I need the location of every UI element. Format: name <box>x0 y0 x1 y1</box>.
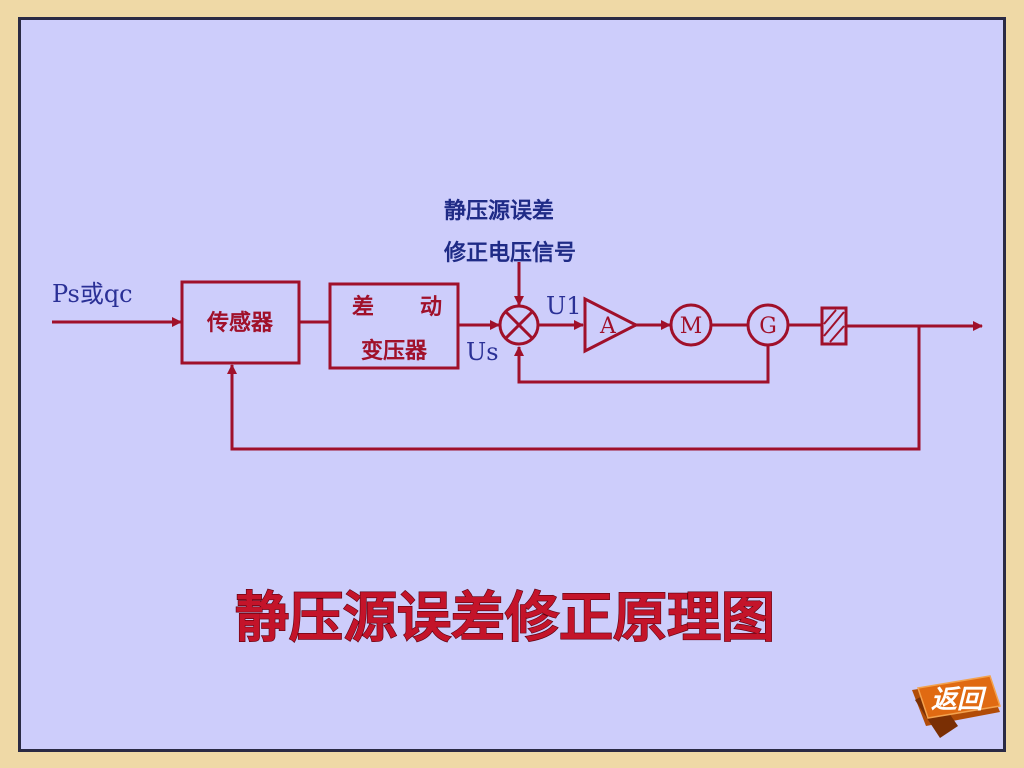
sensor-label: 传感器 <box>206 310 274 336</box>
motor-label: M <box>680 314 703 339</box>
u1-label: U1 <box>546 292 582 320</box>
correction-label-line1: 静压源误差 <box>444 198 554 224</box>
back-button-label: 返回 <box>931 685 987 715</box>
back-button-face <box>917 675 1001 719</box>
summing-junction-cross-b <box>504 310 534 340</box>
transformer-label-2: 变压器 <box>361 338 428 364</box>
input-label: Ps或qc <box>52 280 133 308</box>
transformer-label-1a: 差 <box>352 294 374 320</box>
amplifier-triangle <box>583 296 640 354</box>
generator-label: G <box>759 314 777 339</box>
back-button[interactable]: 返回 <box>912 675 1001 738</box>
potentiometer-hatch <box>823 311 845 337</box>
potentiometer-hatch <box>823 309 837 325</box>
inner-feedback-line <box>514 345 770 384</box>
slide-background <box>18 17 1006 752</box>
outer-feedback-line <box>227 326 921 451</box>
amplifier-label: A <box>599 314 617 339</box>
potentiometer-hatch <box>829 325 845 343</box>
transformer-label-1b: 动 <box>420 295 442 320</box>
diagram-title: 静压源误差修正原理图 <box>235 586 775 649</box>
correction-label-line2: 修正电压信号 <box>443 240 576 266</box>
us-label: Us <box>466 338 499 366</box>
